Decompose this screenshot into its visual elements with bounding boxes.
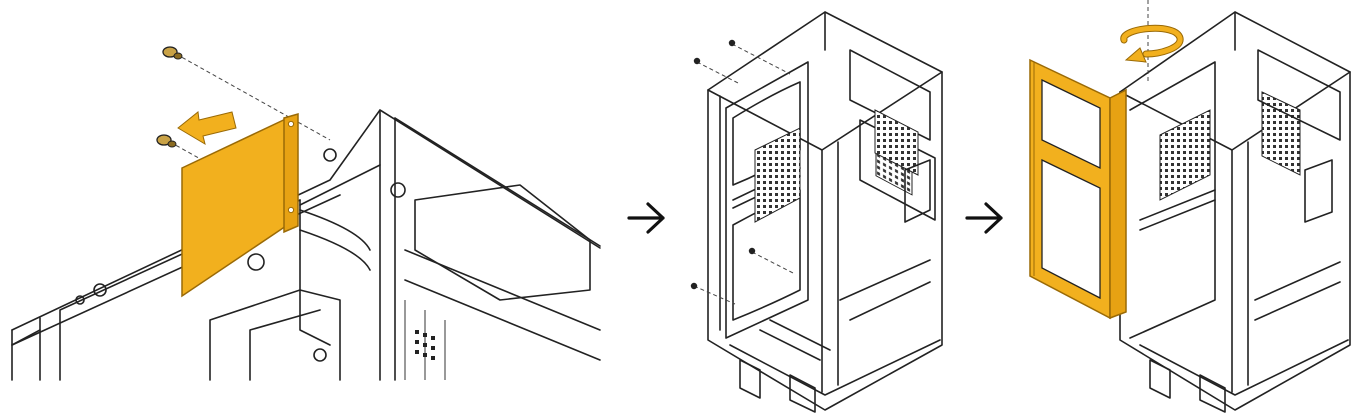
screw-icon — [162, 46, 183, 60]
screw-icon — [728, 39, 736, 47]
arrow-up-left-icon — [177, 111, 237, 146]
rotate-icon — [1120, 24, 1184, 63]
highlighted-frame — [1029, 58, 1127, 320]
arrow-right-icon — [965, 202, 1003, 234]
highlighted-panel — [181, 113, 299, 298]
screw-guide-line — [175, 53, 331, 141]
screw-icon — [690, 282, 698, 290]
step-2-illustration — [690, 11, 943, 413]
step-3-illustration — [1029, 0, 1351, 413]
screw-guide-line — [169, 141, 293, 211]
case-detail-view — [11, 109, 601, 381]
arrow-right-icon — [627, 202, 665, 234]
screw-icon — [156, 134, 177, 148]
step-1-illustration — [11, 46, 601, 381]
screw-icon — [748, 247, 756, 255]
screw-icon — [693, 57, 701, 65]
